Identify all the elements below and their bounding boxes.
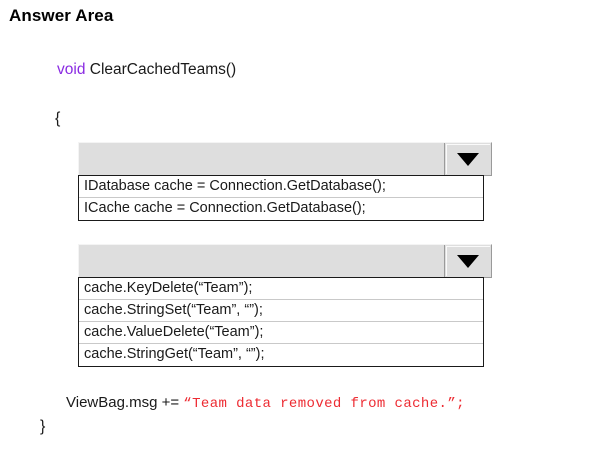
statement-dropdown-2-option-2[interactable]: cache.ValueDelete(“Team”); [79,322,483,344]
chevron-down-icon[interactable] [444,143,491,175]
statement-dropdown-1-combobox[interactable] [78,142,492,176]
viewbag-assignment-line: ViewBag.msg += “Team data removed from c… [66,394,465,412]
method-name: ClearCachedTeams() [85,61,237,78]
chevron-down-icon[interactable] [444,245,491,277]
method-signature-line: void ClearCachedTeams() [57,61,236,79]
keyword-void: void [57,61,86,78]
statement-dropdown-2[interactable]: cache.KeyDelete(“Team”); cache.StringSet… [78,244,492,367]
page-title: Answer Area [9,6,114,25]
viewbag-prefix: ViewBag.msg += [66,394,184,411]
opening-brace: { [55,110,61,127]
statement-dropdown-2-combobox[interactable] [78,244,492,278]
closing-brace: } [40,418,46,435]
caret-glyph [457,254,479,268]
statement-dropdown-2-option-1[interactable]: cache.StringSet(“Team”, “”); [79,300,483,322]
statement-dropdown-2-option-0[interactable]: cache.KeyDelete(“Team”); [79,278,483,300]
statement-dropdown-1[interactable]: IDatabase cache = Connection.GetDatabase… [78,142,492,221]
caret-glyph [457,152,479,166]
statement-dropdown-1-option-0[interactable]: IDatabase cache = Connection.GetDatabase… [79,176,483,198]
viewbag-string-literal: “Team data removed from cache.”; [183,396,465,412]
statement-dropdown-2-option-3[interactable]: cache.StringGet(“Team”, “”); [79,344,483,366]
statement-dropdown-1-option-1[interactable]: ICache cache = Connection.GetDatabase(); [79,198,483,220]
statement-dropdown-1-options-list[interactable]: IDatabase cache = Connection.GetDatabase… [78,175,484,221]
statement-dropdown-2-options-list[interactable]: cache.KeyDelete(“Team”); cache.StringSet… [78,277,484,367]
